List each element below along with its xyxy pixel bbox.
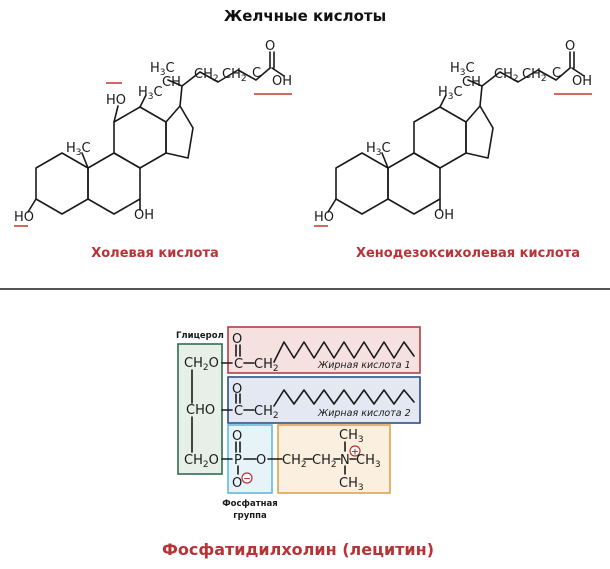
- ring-a: [335, 152, 389, 215]
- choline-ch2-1: CH2: [282, 453, 307, 470]
- carboxyl-hydroxyl: OH: [272, 74, 292, 89]
- ester-2-ch2: CH2: [254, 404, 279, 421]
- c13-methyl: [439, 94, 447, 108]
- phosphate-label-line-1: Фосфатная: [222, 499, 277, 509]
- c13-methyl-label: H3C: [138, 85, 163, 102]
- page-title: Желчные кислоты: [224, 7, 386, 25]
- lecithin-title: Фосфатидилхолин (лецитин): [162, 540, 434, 559]
- n-methyl-right: CH3: [356, 453, 381, 470]
- n-methyl-top: CH3: [339, 428, 364, 445]
- fatty-acid-1-chain: [273, 341, 415, 363]
- carboxyl-carbon: C: [552, 66, 561, 81]
- ester-1-ch2: CH2: [254, 357, 279, 374]
- fatty-acid-2-label: Жирная кислота 2: [317, 408, 411, 419]
- carboxyl-carbon: C: [252, 66, 261, 81]
- c3-hydroxyl: HO: [314, 210, 334, 225]
- glycerol-c3: CH2O: [184, 453, 219, 470]
- c7-hydroxyl: OH: [134, 208, 154, 223]
- ester-1-oxygen: O: [232, 332, 242, 347]
- glycerol-box: [177, 343, 223, 475]
- c3-oh-bond: [327, 198, 337, 213]
- positive-charge-sign: +: [351, 448, 359, 458]
- ring-a: [35, 152, 89, 215]
- fatty-acid-2-box: [227, 376, 421, 424]
- ester-1-carbon: C: [234, 357, 243, 372]
- ring-c: [413, 106, 467, 169]
- carboxyl-hydroxyl: OH: [572, 74, 592, 89]
- c13-methyl: [139, 94, 147, 108]
- methyl-bond: [167, 79, 183, 87]
- c3-hydroxyl: HO: [14, 210, 34, 225]
- c20-methyl-label: H3C: [450, 61, 475, 78]
- c10-methyl: [381, 152, 389, 169]
- c10-methyl: [81, 152, 89, 169]
- ch-label: CH: [462, 75, 481, 90]
- ring-c: [113, 106, 167, 169]
- phosphate-ester-oxygen: O: [256, 453, 266, 468]
- cholic-acid-structure: HO OH HO H3C H3C H3C CH CH2 CH2 C O OH Х…: [14, 39, 292, 261]
- n-methyl-bottom: CH3: [339, 476, 364, 493]
- nitrogen: N: [340, 453, 350, 468]
- methyl-bond: [467, 79, 483, 87]
- hydroxyl-bond: [571, 67, 585, 77]
- choline-ch2-2: CH2: [312, 453, 337, 470]
- fatty-acid-2-chain: [273, 389, 415, 407]
- c3-oh-bond: [27, 198, 37, 213]
- c10-methyl-label: H3C: [66, 141, 91, 158]
- chenodeoxycholic-acid-name: Хенодезоксихолевая кислота: [356, 246, 580, 261]
- ring-d: [165, 105, 194, 159]
- ring-d: [465, 105, 494, 159]
- ester-2-carbon: C: [234, 404, 243, 419]
- ch-label: CH: [162, 75, 181, 90]
- glycerol-c1: CH2O: [184, 356, 219, 373]
- ch2-label-1: CH2: [194, 67, 219, 84]
- c20-methyl-label: H3C: [150, 61, 175, 78]
- phosphate-o-minus: O: [232, 476, 242, 491]
- ch2-label-2: CH2: [522, 67, 547, 84]
- ring-b: [387, 152, 441, 215]
- ring-b: [87, 152, 141, 215]
- negative-charge-sign: −: [243, 475, 251, 485]
- carbonyl-oxygen: O: [265, 39, 275, 54]
- c12-hydroxyl: HO: [106, 93, 126, 108]
- lecithin-structure: Глицерол Фосфатная группа CH2O CHO CH2O …: [162, 326, 434, 559]
- c13-methyl-label: H3C: [438, 85, 463, 102]
- phosphorus: P: [234, 453, 242, 468]
- glycerol-label: Глицерол: [176, 331, 224, 341]
- chenodeoxycholic-acid-structure: HO OH H3C H3C H3C CH CH2 CH2 C O OH Хено…: [314, 39, 592, 261]
- cholic-acid-name: Холевая кислота: [91, 246, 219, 261]
- phosphoryl-oxygen: O: [232, 429, 242, 444]
- fatty-acid-1-box: [227, 326, 421, 374]
- negative-charge-icon: [241, 472, 253, 484]
- phosphate-label-line-2: группа: [233, 511, 267, 521]
- positive-charge-icon: [349, 445, 361, 457]
- ch2-label-2: CH2: [222, 67, 247, 84]
- carbonyl-oxygen: O: [565, 39, 575, 54]
- c12-oh-bond: [113, 105, 119, 123]
- glycerol-c2: CHO: [186, 403, 215, 418]
- c10-methyl-label: H3C: [366, 141, 391, 158]
- fatty-acid-1-label: Жирная кислота 1: [317, 360, 411, 371]
- c7-hydroxyl: OH: [434, 208, 454, 223]
- hydroxyl-bond: [271, 67, 285, 77]
- ester-2-oxygen: O: [232, 382, 242, 397]
- ch2-label-1: CH2: [494, 67, 519, 84]
